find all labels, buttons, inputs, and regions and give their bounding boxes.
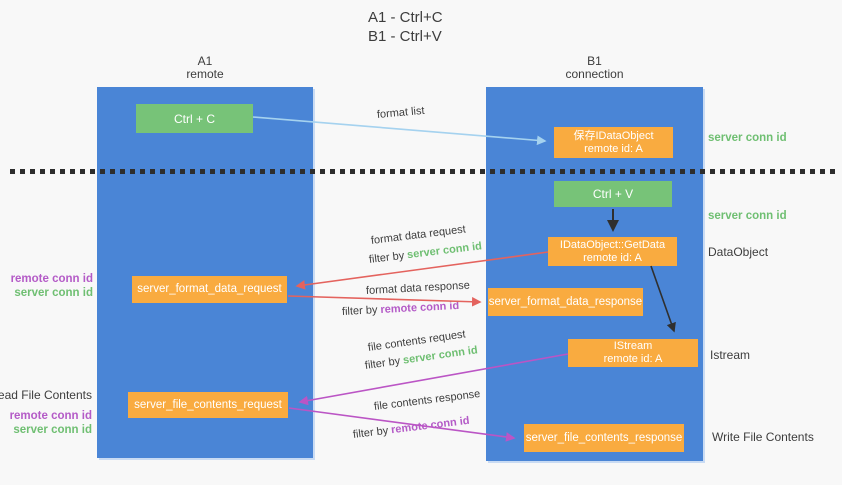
format-response-box: server_format_data_response (488, 288, 643, 316)
remote-conn-id-format-label: remote conn id (10, 273, 93, 285)
page-title: A1 - Ctrl+C B1 - Ctrl+V (368, 8, 443, 46)
file-response-box: server_file_contents_response (524, 424, 684, 452)
title-line-ctrl-c: A1 - Ctrl+C (368, 9, 443, 26)
remote-conn-id-key: remote conn id (380, 299, 460, 316)
remote-conn-id-key: remote conn id (390, 414, 471, 437)
save-idataobject-line1: 保存IDataObject (573, 129, 654, 142)
server-conn-id-key: server conn id (406, 240, 483, 262)
file-request-box: server_file_contents_request (128, 392, 288, 418)
server-conn-id-top-label: server conn id (708, 132, 787, 144)
column-a1-subtitle: remote (186, 67, 224, 81)
file-conn-ids-group: remote conn id server conn id (10, 409, 92, 437)
istream-box: IStream remote id: A (568, 339, 698, 367)
server-conn-id-mid-label: server conn id (708, 210, 787, 222)
file-request-label: server_file_contents_request (134, 398, 282, 411)
write-file-contents-label: Write File Contents (712, 430, 814, 444)
format-list-label: format list (376, 104, 426, 121)
istream-line1: IStream (613, 340, 653, 352)
filter-by-prefix: filter by (364, 355, 401, 372)
dataobject-label: DataObject (708, 245, 769, 259)
server-conn-id-format-label: server conn id (14, 287, 93, 299)
format-data-response-label: format data response (365, 279, 471, 297)
title-line-ctrl-v: B1 - Ctrl+V (368, 28, 442, 45)
ctrl-v-label: Ctrl + V (592, 187, 634, 201)
getdata-line2: remote id: A (583, 251, 642, 264)
column-b1-subtitle: connection (565, 67, 624, 81)
save-idataobject-box: 保存IDataObject remote id: A (554, 127, 673, 158)
remote-conn-id-file-label: remote conn id (9, 410, 92, 422)
file-contents-response-label: file contents response (373, 388, 481, 413)
filter-by-prefix: filter by (341, 304, 378, 318)
file-response-label: server_file_contents_response (525, 431, 683, 444)
filter-by-prefix: filter by (368, 249, 405, 266)
getdata-line1: IDataObject::GetData (559, 238, 666, 251)
column-header-a1: A1 remote (97, 55, 313, 81)
format-response-label: server_format_data_response (488, 295, 643, 308)
istream-side-label: Istream (710, 348, 751, 362)
format-request-box: server_format_data_request (132, 276, 287, 303)
column-header-b1: B1 connection (486, 55, 703, 81)
ctrl-v-box: Ctrl + V (554, 181, 672, 207)
ctrl-c-label: Ctrl + C (173, 111, 215, 126)
server-conn-id-file-label: server conn id (13, 424, 92, 436)
save-idataobject-line2: remote id: A (584, 142, 643, 155)
getdata-box: IDataObject::GetData remote id: A (548, 237, 677, 266)
dotted-divider (10, 169, 838, 174)
column-b1-name: B1 (587, 54, 602, 68)
format-conn-ids-group: remote conn id server conn id (11, 272, 93, 300)
ctrl-c-box: Ctrl + C (136, 104, 253, 133)
read-file-contents-label: Read File Contents (0, 388, 92, 402)
format-request-label: server_format_data_request (137, 283, 282, 295)
filter-by-prefix: filter by (352, 424, 389, 441)
istream-line2: remote id: A (603, 353, 663, 365)
column-a1-name: A1 (197, 54, 213, 68)
